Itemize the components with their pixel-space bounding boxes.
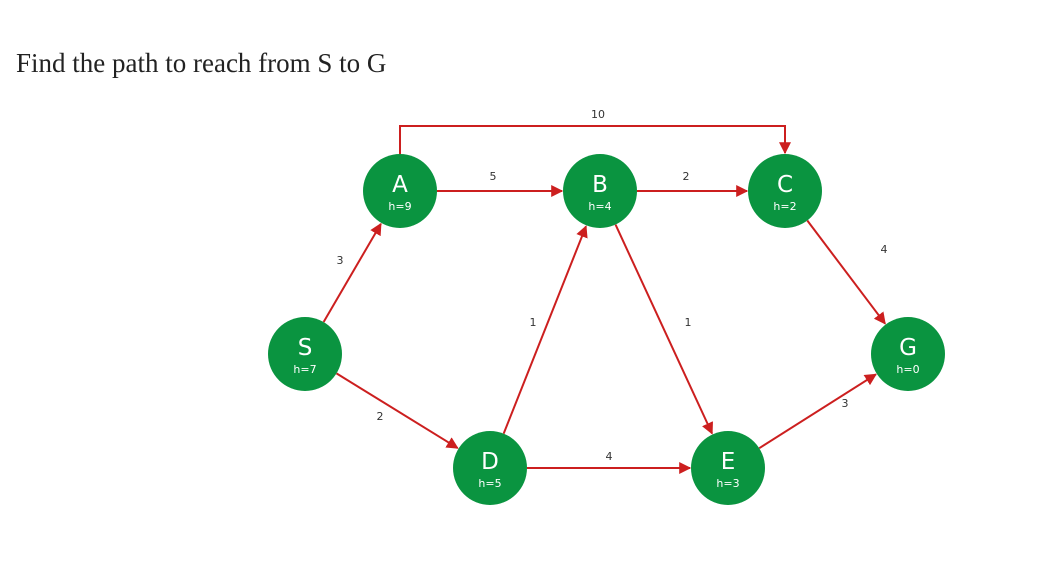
node-label: E <box>721 449 736 475</box>
edge-d-b <box>502 225 588 434</box>
edge-weight-b-c: 2 <box>683 170 690 183</box>
node-label: G <box>899 335 917 361</box>
edge-s-a <box>322 222 382 323</box>
node-b: Bh=4 <box>563 154 637 228</box>
node-heuristic: h=0 <box>896 363 919 376</box>
node-label: D <box>481 449 499 475</box>
edge-weight-b-e: 1 <box>685 316 692 329</box>
node-circle <box>563 154 637 228</box>
edge-weight-a-b: 5 <box>490 170 497 183</box>
edge-s-d <box>335 372 459 449</box>
node-circle <box>363 154 437 228</box>
node-d: Dh=5 <box>453 431 527 505</box>
edge-b-e <box>614 224 713 435</box>
node-a: Ah=9 <box>363 154 437 228</box>
question-text: Find the path to reach from S to G <box>16 48 387 78</box>
node-label: C <box>777 172 793 198</box>
node-label: A <box>392 172 408 198</box>
edge-c-g <box>806 219 886 325</box>
edge-e-g <box>758 373 877 450</box>
node-heuristic: h=2 <box>773 200 796 213</box>
edge-weight-c-g: 4 <box>881 243 888 256</box>
edge-a-c <box>399 125 791 155</box>
node-heuristic: h=7 <box>293 363 316 376</box>
node-circle <box>871 317 945 391</box>
edge-weight-d-b: 1 <box>530 316 537 329</box>
edge-weight-d-e: 4 <box>606 450 613 463</box>
node-circle <box>748 154 822 228</box>
node-heuristic: h=9 <box>388 200 411 213</box>
node-s: Sh=7 <box>268 317 342 391</box>
node-label: S <box>298 335 313 361</box>
node-circle <box>268 317 342 391</box>
node-circle <box>691 431 765 505</box>
edge-weight-s-a: 3 <box>337 254 344 267</box>
node-heuristic: h=3 <box>716 477 739 490</box>
edge-weight-e-g: 3 <box>842 397 849 410</box>
node-label: B <box>592 172 608 198</box>
node-e: Eh=3 <box>691 431 765 505</box>
node-circle <box>453 431 527 505</box>
edge-weight-a-c: 10 <box>591 108 605 121</box>
node-g: Gh=0 <box>871 317 945 391</box>
node-heuristic: h=4 <box>588 200 611 213</box>
node-heuristic: h=5 <box>478 477 501 490</box>
edge-weight-s-d: 2 <box>377 410 384 423</box>
node-c: Ch=2 <box>748 154 822 228</box>
